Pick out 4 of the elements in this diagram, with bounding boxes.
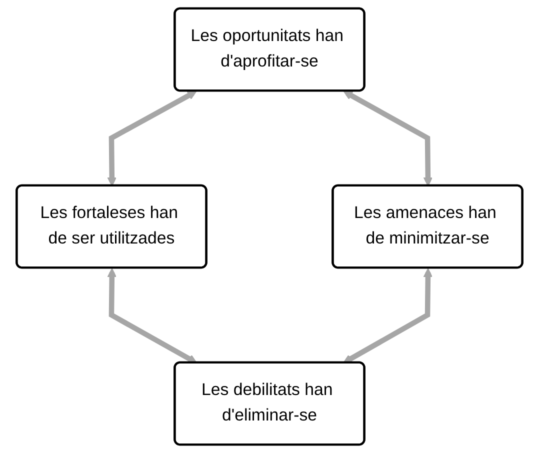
- arrow: [342, 268, 433, 364]
- arrow: [107, 90, 197, 186]
- arrow: [343, 90, 433, 186]
- arrow: [107, 268, 198, 364]
